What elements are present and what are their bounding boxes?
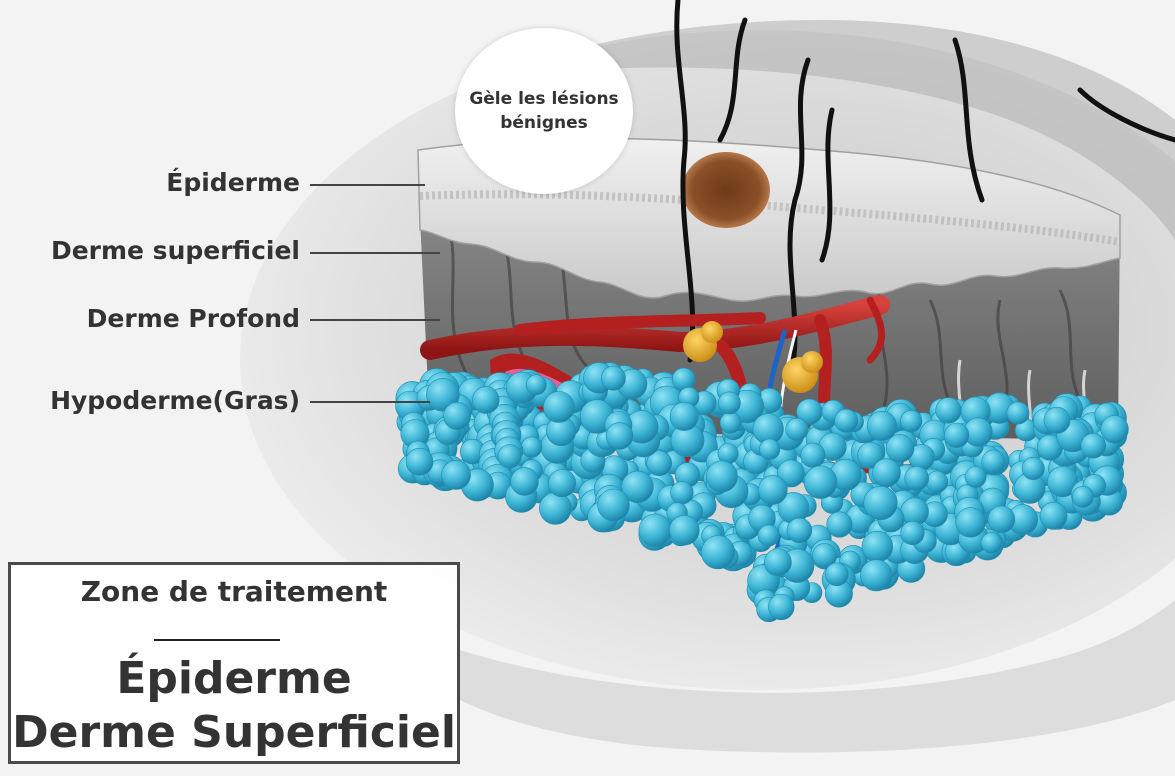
- fat-cell: [800, 442, 826, 468]
- sebaceous-glands: [683, 321, 823, 393]
- fat-cell: [943, 422, 970, 448]
- treatment-zone-line1: Épiderme: [116, 653, 352, 704]
- fat-cell: [638, 513, 672, 547]
- fat-cell: [834, 408, 859, 433]
- fat-cell: [981, 449, 1006, 474]
- benign-lesion-callout: Gèle les lésions bénignes: [455, 28, 633, 194]
- fat-cell: [1039, 501, 1068, 530]
- fat-cell: [935, 397, 962, 424]
- fat-cell: [860, 559, 893, 592]
- fat-cell: [925, 470, 949, 493]
- background-fold: [480, 20, 1175, 240]
- fat-cell: [700, 535, 735, 570]
- fat-cell: [510, 467, 539, 496]
- fat-cell: [786, 517, 813, 543]
- fat-cell: [964, 466, 987, 488]
- fat-cell: [669, 401, 699, 431]
- fat-cell: [987, 505, 1016, 534]
- fat-cell: [900, 410, 923, 433]
- label-epiderme: Épiderme: [166, 168, 300, 197]
- fat-cell: [605, 422, 634, 450]
- benign-lesion: [682, 152, 770, 228]
- fat-cell: [543, 391, 575, 423]
- fat-cell: [621, 470, 654, 504]
- fat-cell: [861, 530, 893, 563]
- fat-cell: [757, 475, 788, 505]
- fat-cell: [980, 532, 1003, 554]
- fat-cell: [706, 460, 738, 493]
- fat-cell: [857, 441, 884, 469]
- fat-cell: [1047, 466, 1079, 498]
- fat-cell: [1100, 415, 1129, 444]
- callout-text: Gèle les lésions bénignes: [469, 89, 619, 133]
- leader-lines: [310, 184, 440, 403]
- fat-cell: [426, 378, 460, 412]
- hairs: [674, 0, 1175, 383]
- fat-cell: [1006, 401, 1030, 425]
- fat-cell: [497, 444, 522, 469]
- fat-cell: [776, 459, 805, 488]
- fat-cell: [904, 465, 930, 491]
- fat-cell: [863, 485, 898, 521]
- fat-cell: [872, 458, 901, 488]
- fat-cell: [718, 391, 741, 415]
- treatment-zone-box: Zone de traitement Épiderme Derme Superf…: [8, 562, 460, 764]
- fat-cell: [441, 460, 471, 490]
- fat-cell: [597, 488, 630, 522]
- fat-cell: [405, 447, 434, 476]
- fat-cell: [1072, 485, 1094, 508]
- fat-layer: [395, 362, 1129, 623]
- fat-cell: [812, 543, 838, 568]
- fat-cell: [824, 562, 849, 587]
- fat-cell: [785, 417, 809, 441]
- fat-cell: [955, 507, 986, 538]
- fat-cell: [1043, 406, 1071, 434]
- background-fold-lower: [460, 600, 1175, 753]
- fat-cell: [525, 374, 547, 396]
- fat-cell: [539, 491, 572, 525]
- fat-cell: [768, 593, 795, 621]
- fat-cell: [885, 434, 915, 463]
- fat-cell: [900, 520, 925, 546]
- fat-cell: [670, 481, 694, 505]
- treatment-zone-line2: Derme Superficiel: [12, 707, 456, 758]
- fat-cell: [669, 514, 700, 546]
- fat-cell: [1021, 456, 1045, 480]
- fat-cell: [764, 548, 792, 577]
- fat-cell: [759, 438, 781, 460]
- fat-cell: [719, 411, 742, 434]
- fat-cell: [548, 469, 577, 498]
- fat-cell: [1080, 433, 1107, 459]
- fat-cell: [866, 410, 897, 441]
- fat-cell: [601, 365, 626, 391]
- treatment-zone-title: Zone de traitement: [80, 575, 388, 608]
- treatment-zone-divider: [154, 639, 280, 641]
- fat-cell: [803, 465, 838, 499]
- fat-cell: [443, 401, 472, 430]
- label-derme-superficiel: Derme superficiel: [50, 236, 300, 265]
- fat-cell: [472, 386, 500, 414]
- fat-cell: [757, 524, 780, 547]
- epidermis-texture: [419, 190, 1121, 246]
- fat-cell: [826, 511, 853, 538]
- label-derme-profond: Derme Profond: [86, 304, 300, 333]
- fat-cell: [646, 450, 673, 477]
- fat-cell: [671, 367, 696, 391]
- fat-cell: [520, 436, 543, 458]
- label-hypoderme: Hypoderme(Gras): [50, 386, 300, 415]
